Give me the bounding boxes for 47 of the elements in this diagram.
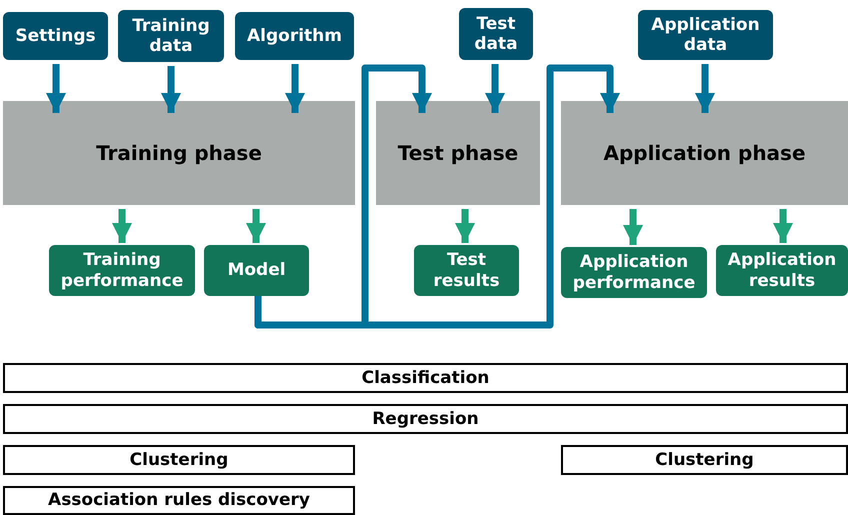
output-box — [716, 245, 848, 296]
arrow — [254, 64, 620, 328]
node-label: Application data — [650, 14, 761, 56]
task-bar — [3, 486, 355, 515]
node-label: Clustering — [655, 450, 754, 470]
task-bar — [3, 404, 848, 434]
node-label: Association rules discovery — [48, 490, 310, 511]
arrow — [695, 64, 715, 113]
arrow — [46, 64, 66, 113]
node-label: Classification — [362, 368, 490, 388]
node-label: Settings — [15, 26, 96, 46]
node-label: Clustering — [130, 450, 228, 470]
input-box — [459, 8, 533, 60]
arrow — [112, 209, 132, 243]
input-box — [638, 10, 773, 60]
node-label: Application phase — [603, 141, 806, 165]
task-bar — [3, 445, 355, 475]
node-label: Algorithm — [247, 26, 342, 46]
phase-box — [561, 101, 848, 205]
output-box — [561, 247, 707, 298]
arrow — [773, 209, 793, 243]
node-label: Application performance — [572, 252, 696, 293]
input-box — [3, 12, 108, 60]
arrow — [623, 209, 643, 245]
phase-box — [376, 101, 540, 205]
arrow — [285, 64, 305, 113]
arrow — [455, 209, 475, 243]
output-box — [49, 245, 195, 296]
node-label: Model — [227, 260, 286, 281]
node-label: Application results — [726, 250, 838, 291]
node-label: Test data — [473, 14, 519, 54]
input-box — [235, 12, 354, 60]
node-label: Test results — [432, 250, 501, 291]
arrow — [161, 66, 181, 113]
output-box — [204, 245, 309, 296]
arrow — [485, 64, 505, 113]
node-label: Training data — [131, 16, 211, 56]
node-label: Training phase — [96, 141, 262, 165]
task-bar — [561, 445, 848, 475]
task-bar — [3, 363, 848, 393]
node-label: Training performance — [60, 250, 184, 291]
input-box — [118, 10, 224, 62]
phase-box — [3, 101, 355, 205]
node-label: Test phase — [398, 141, 518, 165]
node-label: Regression — [372, 408, 479, 430]
arrow — [246, 209, 266, 243]
output-box — [414, 245, 519, 296]
